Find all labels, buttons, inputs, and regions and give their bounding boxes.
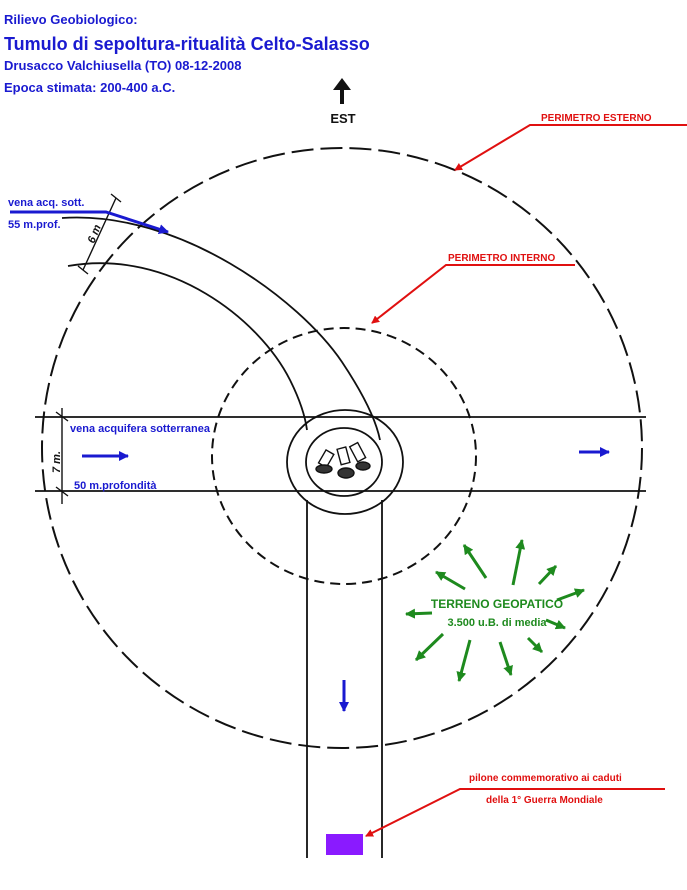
outer-perimeter-label: PERIMETRO ESTERNO [541,113,652,124]
vein-top-lower-edge [67,262,308,431]
geopathic-radiation-arrows-icon [405,539,585,682]
vein-top-upper-edge [61,216,381,441]
vein-top-width-line [82,197,117,271]
monument-label-line1: pilone commemorativo ai caduti [469,773,622,784]
inner-perimeter-circle [211,327,477,585]
tumulus-ring-inner [305,427,383,497]
compass-label: EST [330,111,355,126]
geopathic-title: TERRENO GEOPATICO [431,597,563,611]
burial-stones-icon [315,441,371,479]
inner-perimeter-pointer [371,264,575,324]
outer-perimeter-pointer [454,124,687,171]
north-arrow-icon [333,78,351,104]
outer-perimeter-circle [41,147,643,749]
vein-top-name: vena acq. sott. [8,197,84,209]
geopathic-value: 3.500 u.B. di media [447,617,547,629]
vein-mid-depth: 50 m.profondità [74,480,157,492]
location-date: Drusacco Valchiusella (TO) 08-12-2008 [4,58,242,73]
vein-mid-name: vena acquifera sotterranea [70,423,211,435]
inner-perimeter-label: PERIMETRO INTERNO [448,253,555,264]
header-subtitle: Rilievo Geobiologico: [4,12,138,27]
vein-top-depth: 55 m.prof. [8,219,61,231]
tumulus-ring-outer [286,409,404,515]
monument-pointer [365,788,665,837]
monument-label-line2: della 1° Guerra Mondiale [486,795,603,806]
page-title: Tumulo di sepoltura-ritualità Celto-Sala… [4,34,370,54]
vein-mid-width-label: 7 m. [51,451,63,473]
vein-top-width-label: 6 m [86,223,104,245]
epoch-estimate: Epoca stimata: 200-400 a.C. [4,80,176,95]
monument-marker [326,834,363,855]
vein-top-flow-arrow-icon [10,210,169,234]
